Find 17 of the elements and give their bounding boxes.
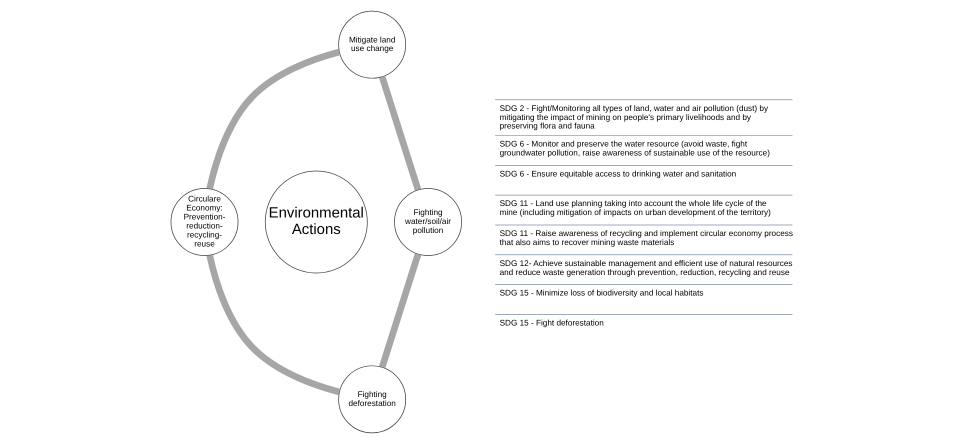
label: SDG 12- Achieve sustainable management and efficient use of natural resources and reduce waste generation through prevention, reduction, recycling and reuse xyxy=(499,258,792,277)
node-circle: Mitigate land use change xyxy=(338,10,406,79)
node-circle: Fighting water/soil/air pollution xyxy=(394,188,462,256)
node-circle: Fighting deforestation xyxy=(338,365,406,434)
connector xyxy=(206,254,340,396)
label: SDG 2 - Fight/Monitoring all types of land, water and air pollution (dust) by mitigating the impact of mining on people's primary livelihoods and by preserving flora and fauna xyxy=(499,104,768,131)
label: SDG 11 - Land use planning taking into account the whole life cycle of the mine (including mitigation of impacts on urban development of the territory) xyxy=(499,199,770,218)
node-circle: Environmental Actions xyxy=(264,170,368,274)
connector xyxy=(378,253,421,368)
label: SDG 11 - Raise awareness of recycling and implement circular economy process that also aims to recover mining waste materials xyxy=(499,229,792,247)
node-circle: Circulare Economy: Prevention-reduction-recycling-reuse xyxy=(170,188,238,256)
connector xyxy=(378,76,421,191)
label: SDG 6 - Ensure equitable access to drinking water and sanitation xyxy=(499,169,736,178)
connector xyxy=(206,48,340,190)
label: SDG 15 - Minimize loss of biodiversity and local habitats xyxy=(499,288,703,298)
label: SDG 15 - Fight deforestation xyxy=(499,318,604,328)
label: SDG 6 - Monitor and preserve the water resource (avoid waste, fight groundwater pollution, raise awareness of sustainable use of the resource) xyxy=(499,140,770,158)
